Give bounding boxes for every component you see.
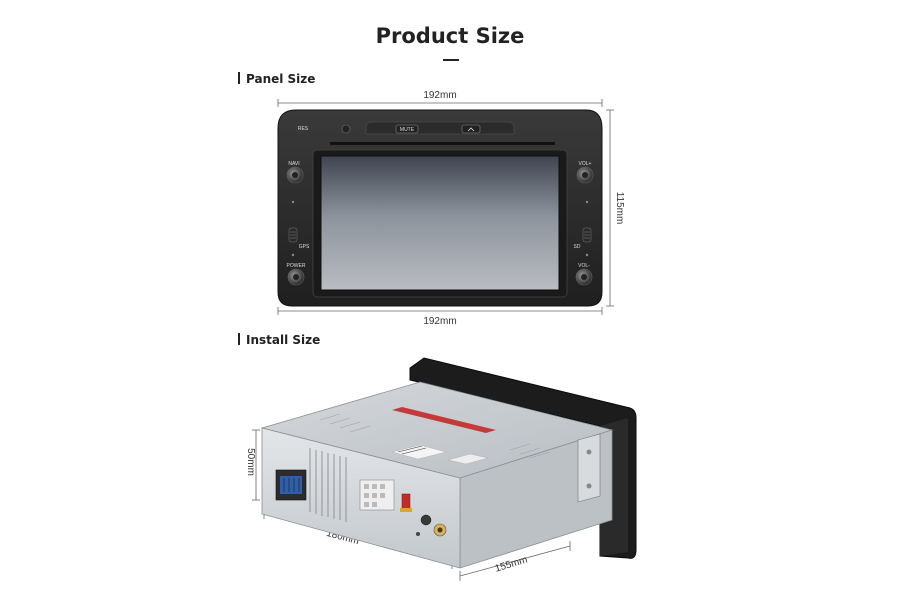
panel-size-heading: Panel Size	[238, 72, 315, 86]
install-size-heading: Install Size	[238, 333, 320, 347]
phone-icon	[467, 127, 475, 132]
power-label: POWER	[287, 263, 306, 269]
cd-slot	[330, 142, 555, 145]
display-screen	[321, 156, 559, 290]
panel-dimension-right: 115mm	[606, 109, 625, 307]
install-height-text: 50mm	[245, 448, 256, 476]
page-title: Product Size	[375, 24, 525, 48]
mute-button[interactable]	[395, 124, 419, 134]
panel-width-top-text: 192mm	[423, 90, 456, 101]
panel-dimension-bottom: 192mm	[277, 307, 603, 327]
title-underline	[443, 59, 459, 61]
panel-size-label: Panel Size	[246, 72, 316, 86]
panel-height-text: 115mm	[614, 192, 625, 225]
gps-label: GPS	[299, 244, 310, 250]
vol-minus-label: VOL-	[578, 263, 590, 269]
navi-label: NAVI	[288, 161, 299, 167]
panel-dimension-top: 192mm	[277, 90, 603, 107]
install-size-label: Install Size	[246, 333, 321, 347]
mute-label: MUTE	[400, 127, 415, 133]
radio-front-panel: RES MUTE NAVI GPS POWER VOL+ SD VOL-	[277, 109, 603, 307]
phone-button[interactable]	[461, 124, 481, 134]
install-dimension-height: 50mm	[245, 429, 260, 501]
panel-width-bottom-text: 192mm	[423, 316, 456, 327]
gps-antenna-connector	[401, 493, 411, 511]
install-depth-text: 155mm	[494, 554, 529, 574]
heading-bar	[238, 333, 240, 345]
vol-plus-label: VOL+	[579, 161, 592, 167]
sd-label: SD	[574, 244, 581, 250]
eject-button[interactable]	[341, 124, 351, 134]
radio-chassis-illustration	[260, 357, 637, 569]
heading-bar	[238, 72, 240, 84]
radio-antenna-port	[420, 514, 432, 526]
res-label: RES	[298, 126, 309, 132]
